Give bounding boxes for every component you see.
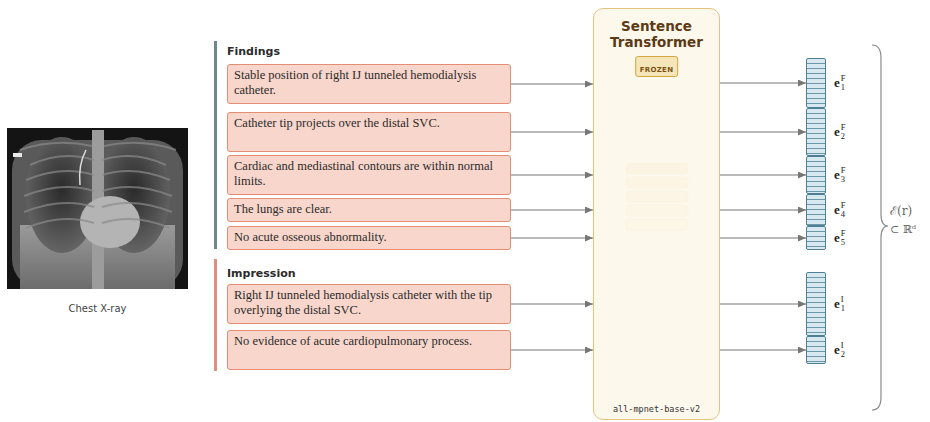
vector-label: eF2 xyxy=(834,123,846,141)
chest-xray xyxy=(7,128,188,289)
section-heading: Impression xyxy=(227,267,296,280)
set-symbol: ⊂ ℝᵈ xyxy=(890,223,916,236)
arrow-connector xyxy=(511,174,593,175)
embedding-vector: eF2 xyxy=(806,108,826,156)
impression-bar xyxy=(214,259,217,371)
section-heading: Findings xyxy=(227,45,280,58)
arrow-connector xyxy=(511,83,593,84)
section-heading-holder: Impression xyxy=(227,262,296,281)
set-symbol: ℰ(r) xyxy=(890,204,912,218)
arrow-connector xyxy=(720,303,806,304)
superscript: F xyxy=(841,74,846,83)
arrow-connector xyxy=(511,349,593,350)
embedding-vector: eF4 xyxy=(806,194,826,226)
embedding-vector: eI1 xyxy=(806,272,826,336)
arrow-connector xyxy=(511,303,593,304)
superscript: F xyxy=(841,166,846,175)
model-title: Sentence Transformer xyxy=(594,9,719,50)
image-caption: Chest X-ray xyxy=(69,303,127,314)
superscript: F xyxy=(841,123,846,132)
arrow-connector xyxy=(511,209,593,210)
sentence-text: No acute osseous abnormality. xyxy=(234,230,504,245)
model-box: Sentence Transformer all-mpnet-base-v2 FRO… xyxy=(593,8,720,420)
model-name: all-mpnet-base-v2 xyxy=(594,404,719,414)
sentence-text: Right IJ tunneled hemodialysis catheter … xyxy=(234,288,504,319)
subscript: 2 xyxy=(841,132,846,141)
vector-symbol: e xyxy=(834,167,840,183)
arrow-connector xyxy=(720,174,806,175)
vector-label: eI1 xyxy=(834,295,845,313)
vector-symbol: e xyxy=(834,124,840,140)
index-stack: F2 xyxy=(841,123,846,141)
vector-symbol: e xyxy=(834,342,840,358)
sentence-text: Catheter tip projects over the distal SV… xyxy=(234,116,504,131)
embedding-vector: eF5 xyxy=(806,226,826,250)
sentence-text: No evidence of acute cardiopulmonary pro… xyxy=(234,334,504,349)
set-symbol-holder: ⊂ ℝᵈ xyxy=(890,218,916,237)
vector-symbol: e xyxy=(834,75,840,91)
superscript: I xyxy=(841,295,845,304)
badge-text: FROZEN xyxy=(640,66,674,74)
vector-symbol: e xyxy=(834,296,840,312)
subscript: 4 xyxy=(841,210,846,219)
index-stack: F1 xyxy=(841,74,846,92)
arrow-connector xyxy=(511,237,593,238)
superscript: I xyxy=(841,341,845,350)
sentence-box: The lungs are clear. xyxy=(227,198,511,222)
sentence-text: The lungs are clear. xyxy=(234,202,504,217)
subscript: 3 xyxy=(841,175,846,184)
image-caption-holder: Chest X-ray xyxy=(7,297,188,316)
frozen-badge: FROZEN xyxy=(635,56,679,77)
arrow-connector xyxy=(720,82,806,83)
sentence-text: Stable position of right IJ tunneled hem… xyxy=(234,68,504,99)
index-stack: F3 xyxy=(841,166,846,184)
sentence-box: No acute osseous abnormality. xyxy=(227,226,511,250)
sentence-text: Cardiac and mediastinal contours are wit… xyxy=(234,159,504,190)
vector-label: eF4 xyxy=(834,201,846,219)
index-stack: I2 xyxy=(841,341,845,359)
superscript: F xyxy=(841,229,846,238)
arrow-connector xyxy=(720,237,806,238)
findings-bar xyxy=(214,41,217,249)
subscript: 1 xyxy=(841,83,846,92)
index-stack: F4 xyxy=(841,201,846,219)
subscript: 5 xyxy=(841,238,846,247)
section-heading-holder: Findings xyxy=(227,40,280,59)
arrow-connector xyxy=(511,131,593,132)
sentence-box: Cardiac and mediastinal contours are wit… xyxy=(227,155,511,195)
embedding-vector: eF1 xyxy=(806,58,826,108)
index-stack: I1 xyxy=(841,295,845,313)
index-stack: F5 xyxy=(841,229,846,247)
sentence-box: Right IJ tunneled hemodialysis catheter … xyxy=(227,284,511,324)
arrow-connector xyxy=(720,209,806,210)
sentence-box: No evidence of acute cardiopulmonary pro… xyxy=(227,330,511,370)
set-symbol-holder: ℰ(r) xyxy=(890,200,912,219)
subscript: 1 xyxy=(841,304,845,313)
embedding-vector: eI2 xyxy=(806,336,826,364)
arrow-connector xyxy=(720,349,806,350)
vector-symbol: e xyxy=(834,230,840,246)
vector-label: eF1 xyxy=(834,74,846,92)
superscript: F xyxy=(841,201,846,210)
subscript: 2 xyxy=(841,350,845,359)
vector-label: eI2 xyxy=(834,341,845,359)
embedding-vector: eF3 xyxy=(806,156,826,194)
arrow-connector xyxy=(720,131,806,132)
sentence-box: Stable position of right IJ tunneled hem… xyxy=(227,64,511,104)
set-bracket xyxy=(872,45,888,410)
vector-label: eF5 xyxy=(834,229,846,247)
vector-label: eF3 xyxy=(834,166,846,184)
vector-symbol: e xyxy=(834,202,840,218)
sentence-box: Catheter tip projects over the distal SV… xyxy=(227,112,511,152)
